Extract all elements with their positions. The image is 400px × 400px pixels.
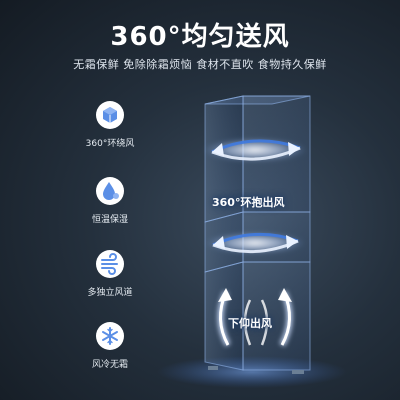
feature-label: 多独立风道 [87, 288, 133, 298]
water-drop-icon [96, 177, 124, 205]
lower-airflow-arrow [243, 299, 252, 346]
feature-label: 恒温保湿 [91, 215, 128, 225]
wind-lines-icon [96, 250, 124, 278]
arrow-head [278, 288, 292, 302]
feature-label: 风冷无霜 [91, 360, 128, 370]
arrow-head [213, 236, 225, 249]
fridge-foot [208, 366, 218, 370]
page-subtitle: 无霜保鲜 免除除霜烦恼 食材不直吹 食物持久保鲜 [73, 58, 327, 71]
arrow-head [288, 142, 300, 156]
upper-airflow-label: 360°环抱出风 [212, 196, 285, 209]
lower-airflow-label: 下仰出风 [228, 317, 272, 330]
arrow-head [212, 143, 224, 156]
lower-airflow-arrow [260, 299, 269, 346]
arrow-head [218, 288, 232, 302]
cube-airflow-icon [96, 101, 124, 129]
fridge-foot [292, 370, 304, 374]
page-title: 360°均匀送风 [110, 22, 290, 52]
feature-frost-free: 风冷无霜 [70, 321, 150, 370]
lower-front-panel [242, 261, 311, 371]
feature-surround-airflow: 360°环绕风 [70, 100, 150, 149]
snowflake-icon [96, 322, 124, 350]
arrow-head [286, 235, 298, 249]
feature-independent-ducts: 多独立风道 [70, 249, 150, 298]
feature-humidity: 恒温保湿 [70, 176, 150, 225]
feature-label: 360°环绕风 [85, 139, 135, 149]
